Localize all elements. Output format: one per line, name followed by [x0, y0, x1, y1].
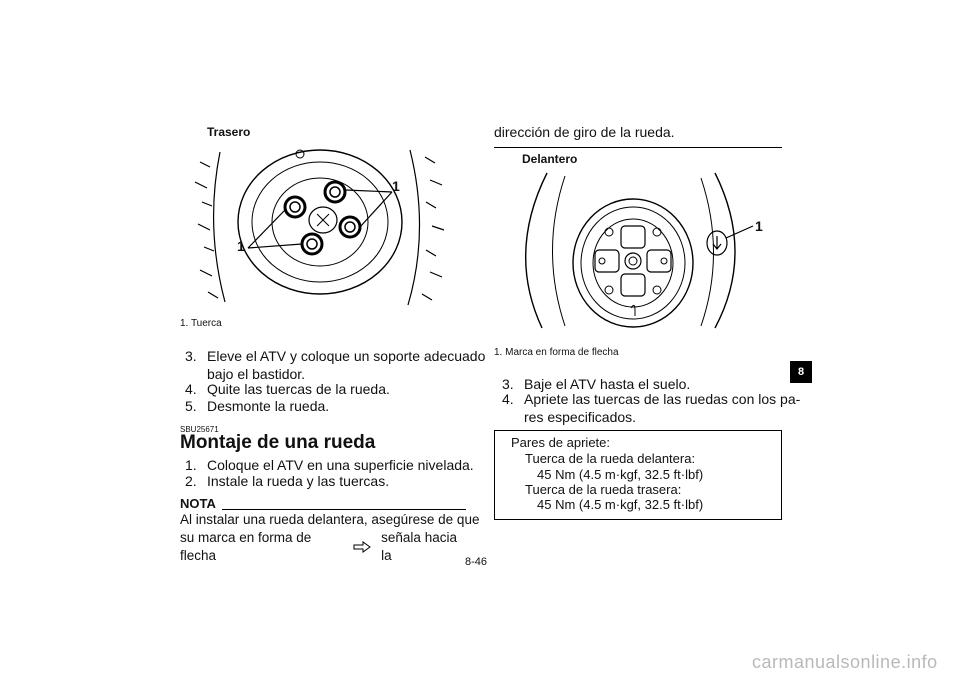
nota-rule — [222, 509, 466, 510]
install-step-2: 2. Instale la rueda y las tuercas. — [185, 472, 389, 490]
step-text: Apriete las tuercas de las ruedas con lo… — [524, 391, 801, 407]
front-callout-1: 1 — [755, 218, 763, 234]
step-number: 5. — [185, 398, 197, 414]
removal-step-4: 4. Quite las tuercas de la rueda. — [185, 380, 390, 398]
step-text: Baje el ATV hasta el suelo. — [524, 376, 691, 392]
step-number: 4. — [185, 381, 197, 397]
step-text: Instale la rueda y las tuercas. — [207, 473, 390, 489]
nota-text-part-b: señala hacia la — [381, 530, 457, 563]
step-text-continued: bajo el bastidor. — [207, 366, 306, 382]
torque-rear-label: Tuerca de la rueda trasera: — [525, 482, 682, 497]
continuation-text: dirección de giro de la rueda. — [494, 124, 675, 140]
page-number: 8-46 — [465, 556, 488, 568]
front-figure-caption: 1. Marca en forma de flecha — [494, 347, 619, 358]
torque-spec-box: Pares de apriete: Tuerca de la rueda del… — [494, 430, 782, 520]
step-text: Coloque el ATV en una superficie nivelad… — [207, 457, 474, 473]
nota-text-line2: su marca en forma de flecha señala hacia… — [180, 529, 466, 565]
chapter-tab: 8 — [790, 361, 812, 383]
step-text: Eleve el ATV y coloque un soporte adecua… — [207, 348, 486, 364]
figure-top-rule — [494, 147, 782, 148]
mount-step-3: 3. Baje el ATV hasta el suelo. — [502, 375, 690, 393]
step-text: Desmonte la rueda. — [207, 398, 330, 414]
step-number: 4. — [502, 391, 514, 407]
rear-callout-1-right: 1 — [392, 178, 400, 194]
torque-front-value: 45 Nm (4.5 m·kgf, 32.5 ft·lbf) — [537, 467, 704, 482]
step-number: 3. — [185, 348, 197, 364]
rear-wheel-illustration — [194, 149, 445, 306]
front-figure-title: Delantero — [522, 152, 578, 166]
removal-step-3: 3. Eleve el ATV y coloque un soporte adec… — [185, 347, 485, 383]
removal-step-5: 5. Desmonte la rueda. — [185, 397, 329, 415]
nota-text-line1: Al instalar una rueda delantera, asegúre… — [180, 512, 480, 527]
section-heading: Montaje de una rueda — [180, 432, 376, 453]
torque-title: Pares de apriete: — [511, 435, 611, 450]
step-number: 2. — [185, 473, 197, 489]
install-step-1: 1. Coloque el ATV en una superficie nivel… — [185, 456, 474, 474]
step-number: 1. — [185, 457, 197, 473]
section-code: SBU25671 — [180, 425, 219, 434]
rear-figure-caption: 1. Tuerca — [180, 318, 222, 329]
mount-step-4: 4. Apriete las tuercas de las ruedas con … — [502, 390, 800, 426]
torque-rear-value: 45 Nm (4.5 m·kgf, 32.5 ft·lbf) — [537, 497, 704, 512]
arrow-mark-icon — [353, 541, 372, 553]
watermark: carmanualsonline.info — [752, 652, 938, 672]
rear-callout-1-left: 1 — [237, 238, 245, 254]
step-number: 3. — [502, 376, 514, 392]
nota-label: NOTA — [180, 496, 216, 511]
front-wheel-illustration — [524, 172, 754, 329]
step-text: Quite las tuercas de la rueda. — [207, 381, 390, 397]
nota-text-part-a: su marca en forma de flecha — [180, 530, 312, 563]
step-text-continued: res especificados. — [524, 409, 637, 425]
torque-front-label: Tuerca de la rueda delantera: — [525, 451, 696, 466]
rear-figure-title: Trasero — [207, 125, 251, 139]
